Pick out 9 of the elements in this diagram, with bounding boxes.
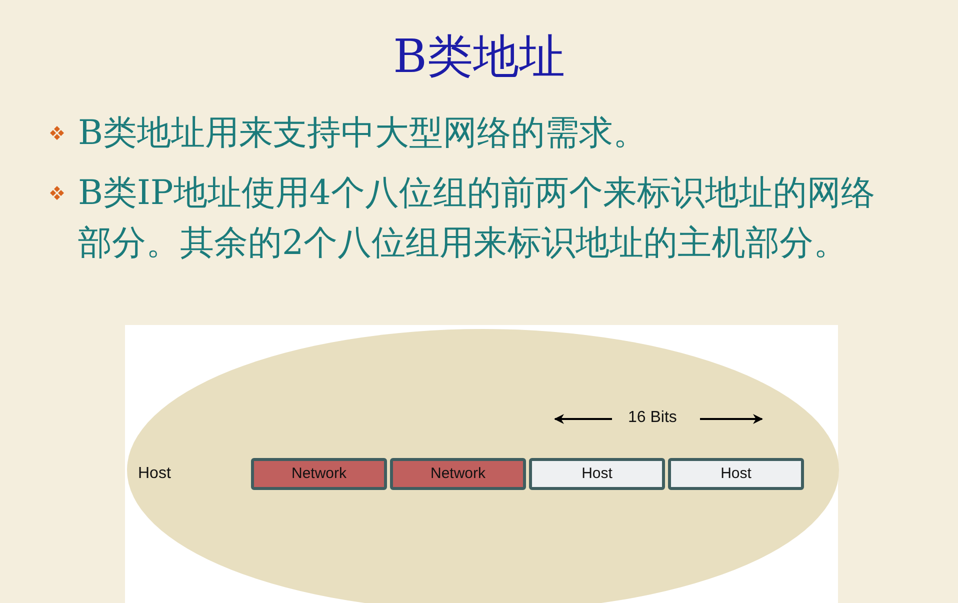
title: B类地址 xyxy=(392,28,566,84)
bullet-text: B类地址用来支持中大型网络的需求。 xyxy=(78,112,648,155)
dimension-label: 16 Bits xyxy=(628,409,677,427)
bullet-text: B类IP地址使用4个八位组的前两个来标识地址的网络部分。其余的2个八位组用来标识地址的主机部分。 xyxy=(78,172,876,265)
octet-box: Host xyxy=(529,458,665,490)
octet-box: Network xyxy=(390,458,526,490)
octet-box: Network xyxy=(251,458,387,490)
row-label: Host xyxy=(138,465,171,483)
octet-box: Host xyxy=(668,458,804,490)
